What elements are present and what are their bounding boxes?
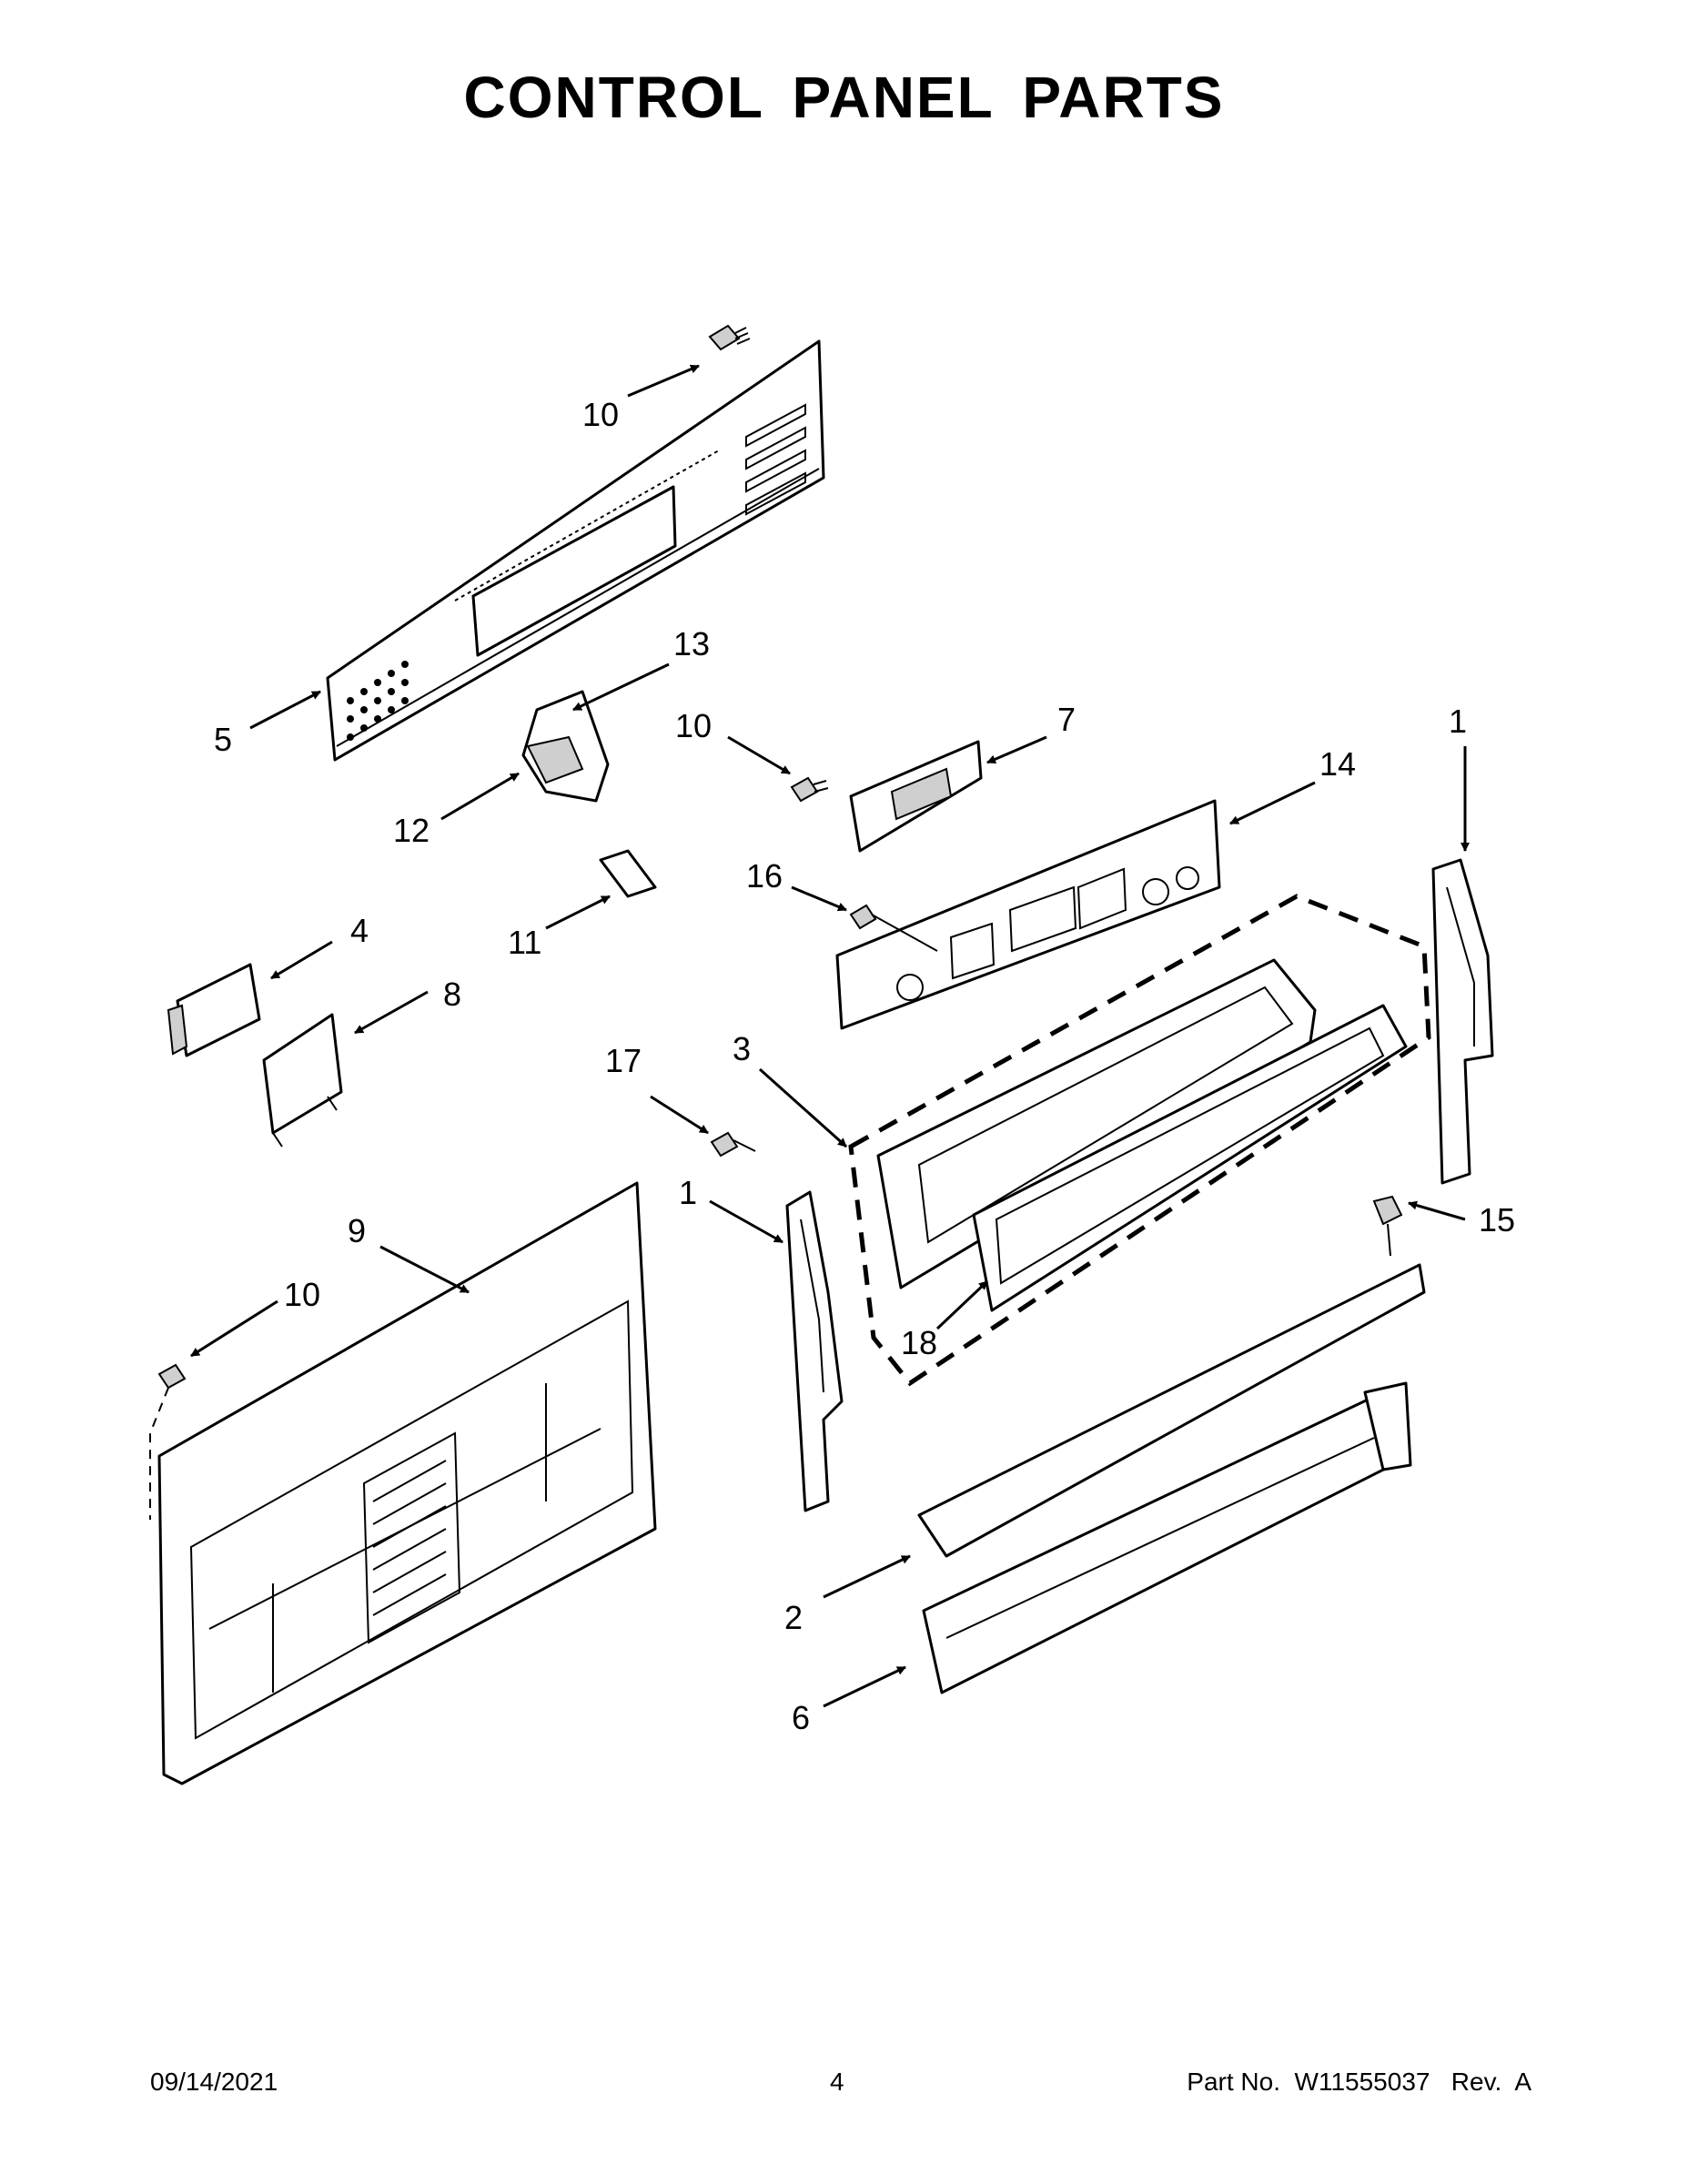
part-17-screw [710, 1131, 756, 1158]
part-7-control-board [849, 740, 983, 853]
part-2-rail [917, 1263, 1426, 1558]
part-8-bracket [262, 1013, 343, 1148]
footer-part-number: Part No. W11555037 Rev. A [1187, 2068, 1531, 2096]
callout-7: 7 [1057, 701, 1076, 738]
footer-page-number: 4 [830, 2068, 844, 2096]
callout-14: 14 [1319, 745, 1357, 783]
callout-6: 6 [792, 1699, 811, 1736]
part-11-clip [599, 849, 657, 898]
part-1-side-bracket-right [1431, 858, 1494, 1185]
page-title: CONTROL PANEL PARTS [463, 65, 1225, 130]
callout-18: 18 [901, 1324, 938, 1361]
callout-5: 5 [214, 721, 233, 758]
part-14-console [835, 799, 1221, 1030]
part-10-screw-mid [790, 776, 829, 803]
callout-12: 12 [393, 812, 430, 849]
part-9-back-panel [157, 1181, 657, 1785]
part-5-panel-back [326, 339, 825, 762]
callout-9: 9 [348, 1212, 367, 1249]
callout-15: 15 [1479, 1201, 1516, 1239]
callout-10-top: 10 [582, 396, 620, 433]
part-10-screw-top [708, 324, 751, 351]
callout-17: 17 [605, 1042, 642, 1079]
part-15-screw [1372, 1195, 1403, 1257]
part-4-board [167, 963, 261, 1057]
part-1-side-bracket-left [785, 1190, 844, 1512]
footer-date: 09/14/2021 [150, 2068, 278, 2096]
part-3-18-trim-group [848, 894, 1431, 1387]
part-6-rail [922, 1381, 1412, 1694]
leader-arrows [190, 364, 1470, 1708]
callout-8: 8 [443, 976, 462, 1013]
callout-16: 16 [746, 857, 783, 895]
callout-3: 3 [733, 1030, 752, 1067]
callout-13: 13 [673, 625, 711, 662]
callout-10-mid: 10 [675, 707, 713, 744]
part-16-screw [849, 904, 938, 952]
part-13-bracket [521, 690, 610, 803]
callout-11: 11 [508, 924, 542, 961]
callout-1-left: 1 [679, 1174, 698, 1211]
callout-2: 2 [784, 1599, 804, 1636]
callout-1-right: 1 [1449, 703, 1468, 740]
callout-4: 4 [350, 912, 369, 949]
callout-10-bottom: 10 [284, 1276, 321, 1313]
part-10-screw-bottom [149, 1363, 187, 1520]
